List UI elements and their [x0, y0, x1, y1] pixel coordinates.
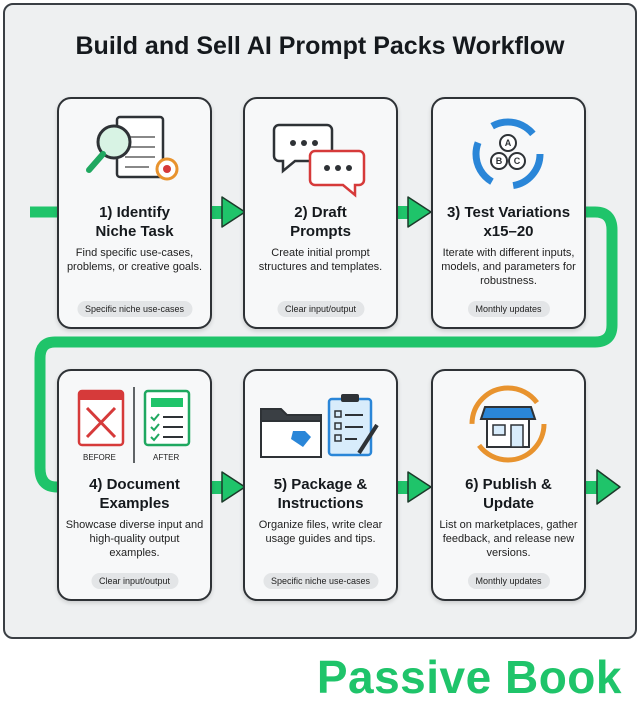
- arrow-end: [585, 469, 621, 505]
- connector-row-wrap: [34, 206, 618, 493]
- cycle-abc-icon: AB C: [472, 118, 544, 190]
- magnifier-document-target-icon: [86, 115, 179, 181]
- step-title: 6) Publish & Update: [465, 476, 552, 512]
- step-tag: Clear input/output: [90, 573, 179, 589]
- step-body: 3) Test Variations x15–20 Iterate with d…: [433, 203, 584, 288]
- step-title: 3) Test Variations x15–20: [446, 204, 571, 240]
- store-refresh-icon: [469, 385, 547, 463]
- step-body: 1) Identify Niche Task Find specific use…: [59, 203, 210, 274]
- step-title: 2) Draft Prompts: [290, 204, 351, 240]
- step-description: Iterate with different inputs, models, a…: [441, 247, 576, 287]
- step-card-2: 2) Draft Prompts Create initial prompt s…: [243, 97, 398, 329]
- step-description: List on marketplaces, gather feedback, a…: [439, 519, 578, 559]
- svg-text:C: C: [514, 156, 521, 166]
- step-tag: Specific niche use-cases: [262, 573, 379, 589]
- step-title: 1) Identify Niche Task: [95, 204, 174, 240]
- step-tag: Specific niche use-cases: [76, 301, 193, 317]
- folder-clipboard-icon: [260, 394, 379, 458]
- step-title: 5) Package & Instructions: [273, 476, 368, 512]
- chat-bubbles-icon: [272, 123, 366, 198]
- step-card-4: BEFORE AFTER 4) Document Examples Showca…: [57, 369, 212, 601]
- step-body: 2) Draft Prompts Create initial prompt s…: [245, 203, 396, 274]
- step-body: 6) Publish & Update List on marketplaces…: [433, 475, 584, 560]
- step-body: 5) Package & Instructions Organize files…: [245, 475, 396, 546]
- arrow-4-5: [210, 471, 246, 503]
- step-description: Create initial prompt structures and tem…: [258, 247, 383, 273]
- step-title: 4) Document Examples: [89, 476, 180, 512]
- arrow-2-3: [396, 196, 432, 228]
- step-description: Showcase diverse input and high-quality …: [65, 519, 204, 559]
- arrow-1-2: [210, 196, 246, 228]
- step-tag: Monthly updates: [467, 301, 550, 317]
- arrow-5-6: [396, 471, 432, 503]
- page-title: Build and Sell AI Prompt Packs Workflow: [75, 32, 565, 60]
- svg-text:A: A: [505, 138, 512, 148]
- step-card-1: 1) Identify Niche Task Find specific use…: [57, 97, 212, 329]
- step-card-5: 5) Package & Instructions Organize files…: [243, 369, 398, 601]
- svg-text:B: B: [496, 156, 503, 166]
- before-after-documents-icon: [77, 387, 191, 463]
- step-tag: Clear input/output: [276, 301, 365, 317]
- step-tag: Monthly updates: [467, 573, 550, 589]
- after-label: AFTER: [153, 453, 180, 462]
- step-body: 4) Document Examples Showcase diverse in…: [59, 475, 210, 560]
- step-description: Organize files, write clear usage guides…: [258, 519, 383, 545]
- brand-logo-text: Passive Book: [316, 651, 622, 703]
- before-label: BEFORE: [83, 453, 116, 462]
- step-card-6: 6) Publish & Update List on marketplaces…: [431, 369, 586, 601]
- step-description: Find specific use-cases, problems, or cr…: [66, 247, 203, 273]
